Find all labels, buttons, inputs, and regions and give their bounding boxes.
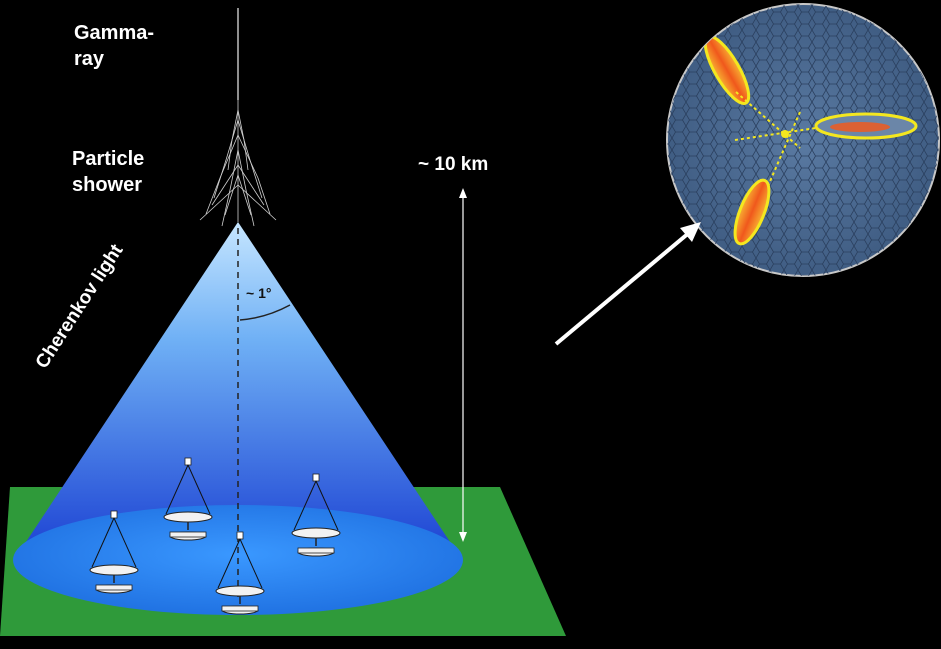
angle-arc [239, 304, 291, 321]
source-position-marker [781, 130, 789, 138]
telescope [89, 510, 139, 594]
height-arrow-head-top [459, 188, 467, 198]
telescope [215, 531, 265, 615]
height-label: ~ 10 km [418, 154, 489, 175]
gamma-ray-label: Gamma- ray [74, 20, 154, 72]
image-axes [734, 91, 817, 187]
camera-image [666, 3, 940, 277]
particle-shower-label-line1: Particle [72, 148, 145, 170]
gamma-ray-label-line1: Gamma- [74, 22, 155, 44]
particle-shower-label: Particle shower [72, 146, 144, 198]
telescope [163, 457, 213, 541]
angle-label: ~ 1° [246, 285, 272, 301]
pointer-arrow-head [680, 222, 701, 242]
pointer-arrow [554, 230, 692, 346]
telescope [291, 473, 341, 557]
image-ellipse [733, 178, 771, 246]
telescope-array [89, 457, 341, 615]
height-arrow-head-bottom [459, 532, 467, 542]
particle-shower-label-line2: shower [72, 174, 143, 196]
particle-shower [199, 100, 277, 227]
image-ellipse [814, 112, 918, 140]
gamma-ray-label-line2: ray [74, 48, 105, 70]
cherenkov-light-cone [14, 222, 462, 560]
